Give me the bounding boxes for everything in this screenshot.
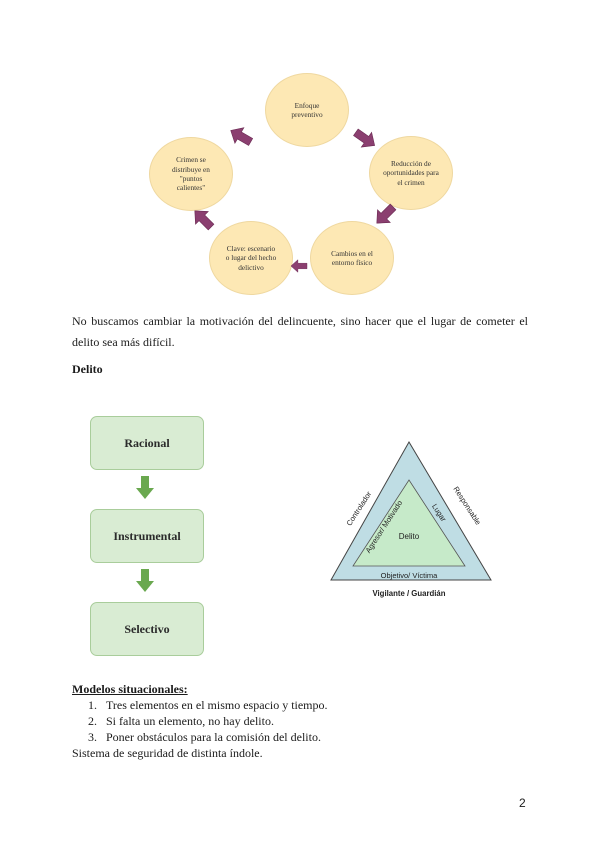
cycle-arrows	[188, 122, 400, 273]
list-item-text: Poner obstáculos para la comisión del de…	[106, 730, 321, 744]
cycle-arrow-icon	[188, 204, 218, 234]
crime-prevention-cycle: Enfoque preventivo Reducción de oportuni…	[0, 0, 600, 310]
flow-box-racional: Racional	[90, 416, 204, 470]
intro-line-2: delito sea más difícil.	[72, 335, 175, 349]
list-item-number: 3.	[88, 730, 97, 744]
cycle-node-crime-scene-key: Clave: escenario o lugar del hecho delic…	[209, 221, 293, 295]
list-item-text: Tres elementos en el mismo espacio y tie…	[106, 698, 328, 712]
flow-arrows	[136, 476, 154, 592]
triangle-outer-bottom-label: Vigilante / Guardián	[372, 589, 445, 598]
list-item: 3. Poner obstáculos para la comisión del …	[88, 729, 328, 745]
list-item: 1. Tres elementos en el mismo espacio y t…	[88, 697, 328, 713]
down-arrow-icon	[136, 569, 154, 592]
list-item: 2. Si falta un elemento, no hay delito.	[88, 713, 328, 729]
list-item-text: Si falta un elemento, no hay delito.	[106, 714, 274, 728]
models-list: 1. Tres elementos en el mismo espacio y t…	[88, 697, 328, 745]
cycle-arrow-icon	[350, 124, 381, 154]
flow-box-instrumental: Instrumental	[90, 509, 204, 563]
flow-box-label: Racional	[124, 435, 170, 450]
flow-box-label: Instrumental	[113, 528, 181, 543]
triangle-inner-bottom-label: Objetivo/ Víctima	[381, 571, 439, 580]
triangle-outer-right-label: Responsable	[451, 485, 482, 527]
flow-box-selectivo: Selectivo	[90, 602, 204, 656]
down-arrow-icon	[136, 476, 154, 499]
cycle-arrow-icon	[290, 259, 308, 273]
cycle-node-label: Crimen se distribuye en "puntos caliente…	[172, 155, 210, 193]
cycle-node-opportunity-reduction: Reducción de oportunidades para el crime…	[369, 136, 453, 210]
intro-line-1: No buscamos cambiar la motivación del de…	[72, 314, 528, 328]
flow-box-label: Selectivo	[124, 621, 170, 636]
cycle-arrow-icon	[225, 122, 256, 151]
list-item-number: 1.	[88, 698, 97, 712]
cycle-node-label: Cambios en el entorno físico	[331, 248, 373, 267]
models-closing-text: Sistema de seguridad de distinta índole.	[72, 746, 263, 760]
cycle-node-preventive-approach: Enfoque preventivo	[265, 73, 349, 147]
section-heading-delito: Delito	[72, 362, 103, 376]
models-heading: Modelos situacionales:	[72, 682, 188, 696]
cycle-node-label: Reducción de oportunidades para el crime…	[383, 159, 439, 187]
cycle-node-label: Clave: escenario o lugar del hecho delic…	[225, 244, 277, 272]
triangle-center-label: Delito	[399, 532, 420, 541]
cycle-node-hot-spots: Crimen se distribuye en "puntos caliente…	[149, 137, 233, 211]
intro-paragraph: No buscamos cambiar la motivación del de…	[72, 311, 528, 332]
cycle-node-label: Enfoque preventivo	[291, 100, 323, 119]
cycle-node-physical-environment: Cambios en el entorno físico	[310, 221, 394, 295]
triangle-inner	[352, 479, 466, 567]
page-number: 2	[519, 796, 526, 810]
crime-triangle: Delito Agresor/ Motivado Lugar Objetivo/…	[330, 441, 492, 598]
cycle-arrow-icon	[370, 200, 400, 230]
list-item-number: 2.	[88, 714, 97, 728]
